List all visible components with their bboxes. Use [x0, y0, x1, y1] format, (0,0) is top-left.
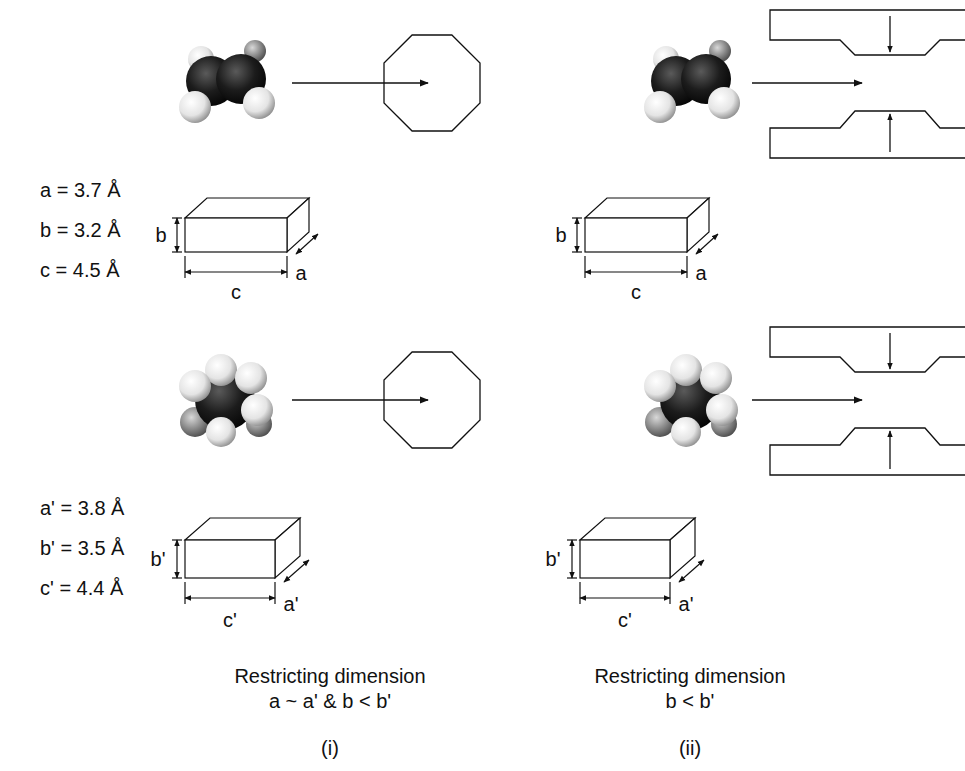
dimension-letter: c	[631, 280, 641, 305]
eight-ring-pore	[384, 35, 480, 448]
dimension-letter: c'	[618, 608, 632, 633]
dimension-letter: b'	[151, 547, 166, 572]
dimension-value: c' = 4.4 Å	[40, 576, 123, 601]
dimension-box	[172, 198, 718, 278]
flexible-channel	[770, 10, 965, 475]
dimension-letter: a	[295, 261, 306, 286]
dimension-letter: a'	[679, 592, 694, 617]
dimension-value: a' = 3.8 Å	[40, 496, 124, 521]
ethane-model	[644, 354, 738, 447]
entry-arrow	[292, 83, 862, 400]
dimension-letter: b	[555, 223, 566, 248]
dimension-letter: c'	[223, 608, 237, 633]
dimension-box	[172, 518, 704, 604]
dimension-letter: a	[695, 261, 706, 286]
dimension-value: a = 3.7 Å	[40, 178, 121, 203]
restricting-dimension-note: Restricting dimension a ~ a' & b < b'	[230, 664, 430, 714]
dimension-letter: b	[155, 223, 166, 248]
dimension-letter: b'	[546, 547, 561, 572]
ethane-model	[179, 354, 273, 447]
dimension-letter: a'	[284, 592, 299, 617]
dimension-value: b = 3.2 Å	[40, 218, 121, 243]
dimension-value: c = 4.5 Å	[40, 258, 120, 283]
dimension-value: b' = 3.5 Å	[40, 536, 124, 561]
ethylene-model	[179, 40, 275, 123]
dimension-letter: c	[231, 280, 241, 305]
panel-number: (i)	[321, 736, 339, 761]
ethylene-model	[644, 40, 740, 123]
restricting-dimension-note: Restricting dimension b < b'	[590, 664, 790, 714]
panel-number: (ii)	[679, 736, 701, 761]
constriction-arrow	[889, 16, 890, 469]
